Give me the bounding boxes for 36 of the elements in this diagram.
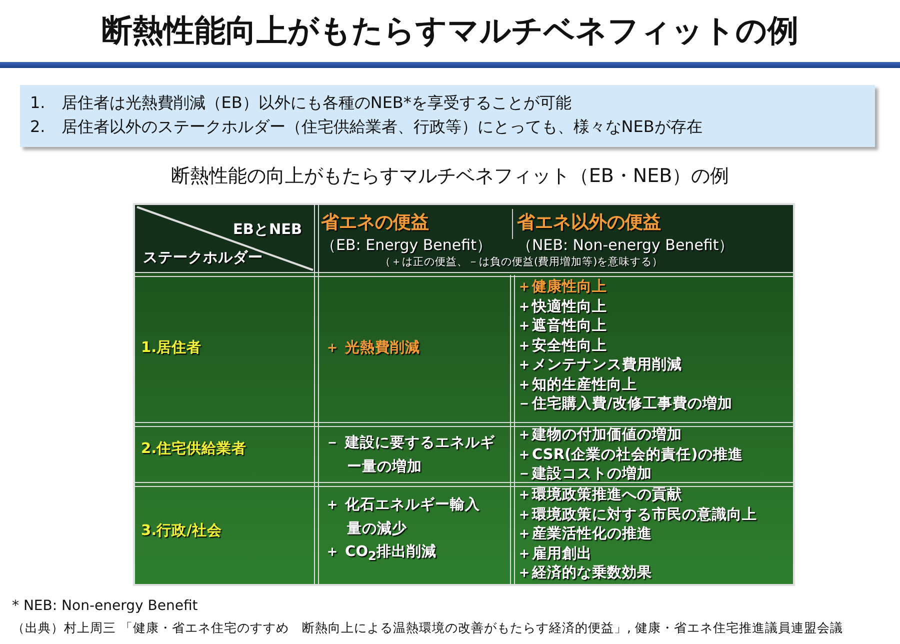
summary-point: 2. 居住者以外のステークホルダー（住宅供給業者、行政等）にとっても、様々なNEBが存在 [30, 117, 702, 138]
benefit-item: ＋産業活性化の推進 [517, 525, 652, 544]
page-title: 断熱性能向上がもたらすマルチベネフィットの例 [100, 12, 800, 51]
benefit-item: ＋知的生産性向上 [517, 376, 637, 394]
benefit-item: ＋安全性向上 [517, 336, 607, 356]
table-title: 断熱性能の向上がもたらすマルチベネフィット（EB・NEB）の例 [170, 164, 730, 189]
benefit-item: ＋ 化石エネルギー輸入量の減少 [325, 496, 482, 539]
table-note: （＋は正の便益、－は負の便益(費用増加等)を意味する） [380, 255, 664, 270]
column-heading: 省エネ以外の便益 [517, 211, 661, 234]
column-heading-subtext: （NEB: Non-energy Benefit） [517, 235, 734, 255]
benefit-item: ＋環境政策に対する市民の意識向上 [517, 506, 757, 524]
benefit-item: ＋メンテナンス費用削減 [517, 356, 682, 375]
summary-point: 1. 居住者は光熱費削減（EB）以外にも各種のNEB*を享受することが可能 [30, 93, 572, 114]
row-heading: ステークホルダー [143, 249, 263, 268]
benefit-item: －建設コストの増加 [517, 465, 652, 484]
footnote: * NEB: Non-energy Benefit [12, 598, 198, 614]
stakeholder-label: 2.住宅供給業者 [141, 440, 247, 459]
column-heading: EBとNEB [233, 221, 302, 240]
benefit-item: ＋遮音性向上 [517, 317, 607, 336]
summary-panel [20, 85, 875, 147]
benefit-item: ＋快適性向上 [517, 298, 607, 316]
benefit-item: ＋雇用創出 [517, 544, 592, 564]
benefit-item: ＋健康性向上 [517, 278, 607, 297]
benefit-item: ＋ 光熱費削減 [325, 339, 420, 358]
benefit-item: ＋環境政策推進への貢献 [517, 486, 682, 505]
column-heading: 省エネの便益 [321, 211, 429, 234]
benefit-item: － 建設に要するエネルギー量の増加 [325, 434, 496, 477]
benefit-item: －住宅購入費/改修工事費の増加 [517, 395, 732, 414]
benefit-item: ＋CSR(企業の社会的責任)の推進 [517, 446, 743, 464]
benefit-item: ＋建物の付加価値の増加 [517, 426, 682, 445]
benefit-item: ＋経済的な乗数効果 [517, 564, 652, 583]
stakeholder-label: 1.居住者 [141, 339, 202, 358]
benefit-item: ＋ CO$_{2}$排出削減 [325, 543, 436, 565]
stakeholder-label: 3.行政/社会 [141, 522, 222, 541]
column-heading-subtext: （EB: Energy Benefit） [321, 235, 492, 255]
source-citation: （出典）村上周三 「健康・省エネ住宅のすすめ 断熱向上による温熱環境の改善がもたらす経済的便益」, 健康・省エネ住宅推進議員連盟会議 [12, 620, 843, 637]
